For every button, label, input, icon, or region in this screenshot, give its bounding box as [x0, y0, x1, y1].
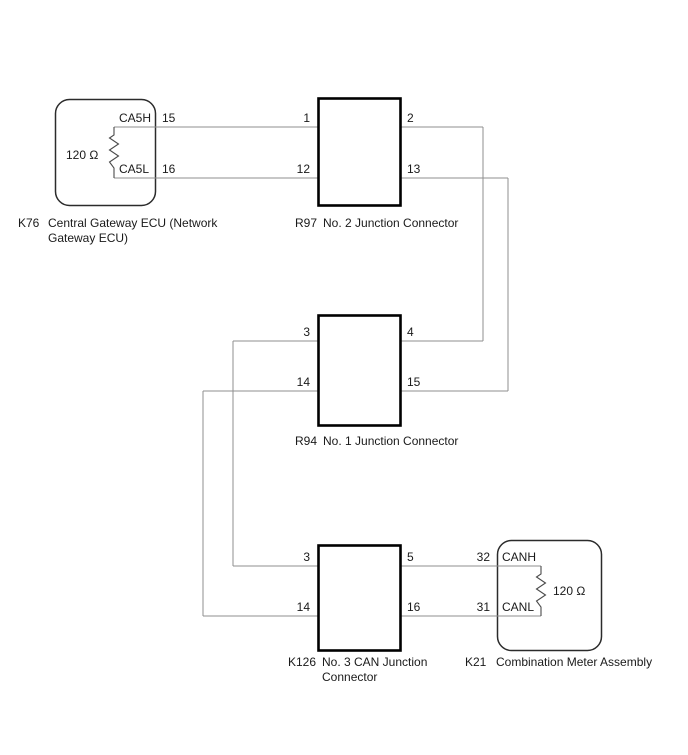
k21-code: K21 [465, 655, 487, 669]
r94-code: R94 [295, 434, 318, 448]
r94-pin-3-number: 3 [303, 325, 310, 339]
k21-pin-canh-label: CANH [502, 550, 537, 564]
k126-junction-box [317, 544, 402, 652]
r97-junction-box [317, 97, 402, 207]
k21-pin-32-number: 32 [476, 550, 490, 564]
k126-name-line1: No. 3 CAN Junction [322, 655, 428, 669]
k126-pin-3-number: 3 [303, 550, 310, 564]
k76-pin-15-number: 15 [162, 111, 176, 125]
k126-name-line2: Connector [322, 670, 378, 684]
k76-resistor-symbol [108, 127, 120, 178]
k76-resistor-label: 120 Ω [66, 148, 99, 162]
k76-name-line1: Central Gateway ECU (Network [48, 216, 218, 230]
r97-pin-13-number: 13 [407, 162, 421, 176]
r94-pin-4-number: 4 [407, 325, 414, 339]
r94-pin-14-number: 14 [296, 375, 310, 389]
r94-pin-15-number: 15 [407, 375, 421, 389]
k126-caption: K126 No. 3 CAN Junction Connector [288, 655, 427, 685]
r97-caption: R97 No. 2 Junction Connector [295, 216, 458, 231]
resistors [108, 127, 547, 616]
k76-caption: K76 Central Gateway ECU (Network Gateway… [18, 216, 217, 246]
k76-name: Central Gateway ECU (Network Gateway ECU… [48, 216, 217, 246]
k76-pin-ca5l-label: CA5L [119, 162, 150, 176]
k126-code: K126 [288, 655, 317, 669]
r97-pin-1-number: 1 [303, 111, 310, 125]
wires [114, 126, 541, 617]
k76-name-line2: Gateway ECU) [48, 231, 129, 245]
k21-caption: K21 Combination Meter Assembly [465, 655, 652, 670]
k76-component-box [54, 98, 157, 207]
k126-pin-14-number: 14 [296, 600, 310, 614]
k76-pin-ca5h-label: CA5H [119, 111, 152, 125]
k126-name: No. 3 CAN Junction Connector [322, 655, 427, 685]
r97-pin-12-number: 12 [296, 162, 310, 176]
r97-code: R97 [295, 216, 318, 230]
k21-resistor-label: 120 Ω [553, 584, 586, 598]
k21-pin-31-number: 31 [476, 600, 490, 614]
r94-caption: R94 No. 1 Junction Connector [295, 434, 458, 449]
k76-code: K76 [18, 216, 40, 230]
k126-pin-5-number: 5 [407, 550, 414, 564]
k21-resistor-symbol [535, 566, 547, 616]
k21-component-box [496, 539, 603, 652]
r94-junction-box [317, 314, 402, 427]
r94-name: No. 1 Junction Connector [323, 434, 459, 448]
k21-pin-canl-label: CANL [502, 600, 535, 614]
k76-pin-16-number: 16 [162, 162, 176, 176]
k21-name: Combination Meter Assembly [496, 655, 653, 669]
r97-pin-2-number: 2 [407, 111, 414, 125]
r97-name: No. 2 Junction Connector [323, 216, 459, 230]
k126-pin-16-number: 16 [407, 600, 421, 614]
